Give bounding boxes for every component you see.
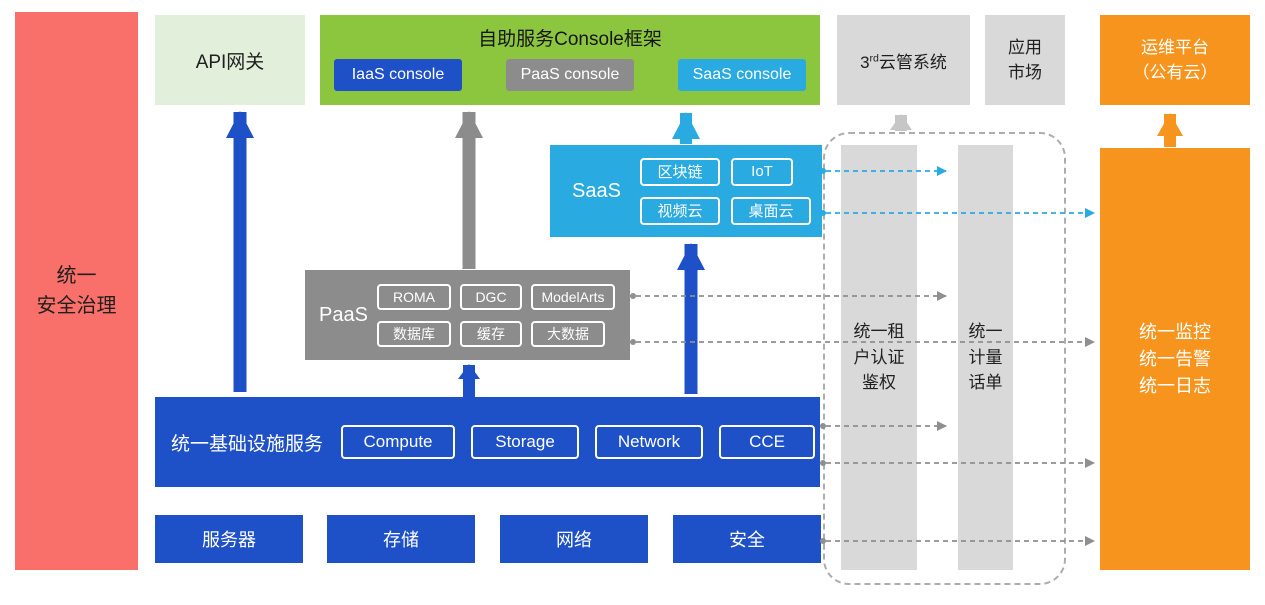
paas-item-bigdata: 大数据 [531,320,605,347]
infra-item-compute-label: Compute [363,432,433,451]
network-box: 网络 [500,515,648,563]
infra-item-storage-label: Storage [495,432,555,451]
saas-item-iot: IoT [731,157,793,186]
console-frame-box: 自助服务Console框架 IaaS console PaaS console … [320,15,820,105]
saas-box: SaaS 区块链 IoT 视频云 桌面云 [550,145,822,237]
paas-item-database-label: 数据库 [393,325,435,342]
security-governance-bar: 统一 安全治理 [15,12,138,570]
paas-label: PaaS [319,303,368,326]
paas-item-modelarts-label: ModelArts [541,288,605,305]
saas-console-label: SaaS console [692,66,792,83]
paas-item-dgc-label: DGC [475,288,507,305]
app-market-box: 应用 市场 [985,15,1065,105]
tenant-services-dashed-container [823,132,1066,585]
api-gateway-box: API网关 [155,15,305,105]
storage-label: 存储 [383,530,419,550]
tenant-auth-label: 统一租 户认证 鉴权 [853,322,905,393]
console-chip-row: IaaS console PaaS console SaaS console [334,59,806,91]
dot-paas-link-1 [630,293,636,299]
saas-item-video-cloud-label: 视频云 [657,203,703,220]
ops-platform-label: 运维平台 （公有云） [1132,37,1218,83]
saas-item-blockchain-label: 区块链 [657,164,703,181]
paas-item-cache-label: 缓存 [477,325,505,342]
infrastructure-items: Compute Storage Network CCE [341,425,816,459]
paas-item-modelarts: ModelArts [531,283,615,310]
server-label: 服务器 [202,530,256,550]
security-label: 安全 [729,530,765,550]
paas-item-roma: ROMA [377,283,451,310]
security-governance-label: 统一 安全治理 [36,265,117,317]
paas-console-label: PaaS console [520,66,620,83]
paas-item-cache: 缓存 [460,320,522,347]
ops-platform-box: 运维平台 （公有云） [1100,15,1250,105]
api-gateway-label: API网关 [195,51,265,73]
saas-item-desktop-cloud-label: 桌面云 [748,203,794,220]
third-party-prefix: 3 [860,52,870,72]
iaas-console-chip: IaaS console [334,59,462,91]
paas-item-database: 数据库 [377,320,451,347]
saas-item-video-cloud: 视频云 [640,196,720,225]
third-party-suffix: 云管系统 [878,52,947,72]
third-party-sup: rd [869,51,879,64]
infra-item-network-label: Network [617,432,681,451]
console-frame-title: 自助服务Console框架 [478,29,662,50]
iaas-console-label: IaaS console [351,66,445,83]
paas-item-bigdata-label: 大数据 [547,325,589,342]
paas-console-chip: PaaS console [506,59,634,91]
security-box: 安全 [673,515,821,563]
app-market-label: 应用 市场 [1008,37,1042,83]
server-box: 服务器 [155,515,303,563]
metering-label: 统一 计量 话单 [968,322,1003,393]
paas-box: PaaS ROMA DGC ModelArts 数据库 缓存 大数据 [305,270,630,360]
saas-console-chip: SaaS console [678,59,806,91]
monitoring-bar: 统一监控 统一告警 统一日志 [1100,148,1250,570]
infrastructure-label: 统一基础设施服务 [171,433,324,455]
third-party-cloud-mgmt-label: 3rd云管系统 [860,48,947,73]
paas-item-dgc: DGC [460,283,522,310]
infra-item-cce-label: CCE [749,432,785,451]
monitoring-label: 统一监控 统一告警 统一日志 [1139,321,1211,396]
network-label: 网络 [556,530,592,550]
dot-paas-link-2 [630,339,636,345]
infra-item-network: Network [595,425,704,459]
paas-items: ROMA DGC ModelArts 数据库 缓存 大数据 [377,283,615,347]
storage-box: 存储 [327,515,475,563]
paas-item-roma-label: ROMA [393,288,435,305]
saas-item-iot-label: IoT [751,163,773,180]
infra-item-cce: CCE [719,425,816,459]
tenant-auth-bar: 统一租 户认证 鉴权 [841,145,917,570]
metering-bar: 统一 计量 话单 [958,145,1013,570]
saas-items: 区块链 IoT 视频云 桌面云 [640,157,811,225]
infra-item-storage: Storage [471,425,580,459]
infrastructure-box: 统一基础设施服务 Compute Storage Network CCE [155,397,820,487]
saas-item-desktop-cloud: 桌面云 [731,196,811,225]
third-party-cloud-mgmt-box: 3rd云管系统 [837,15,970,105]
infra-item-compute: Compute [341,425,456,459]
saas-label: SaaS [572,179,621,202]
saas-item-blockchain: 区块链 [640,157,720,186]
